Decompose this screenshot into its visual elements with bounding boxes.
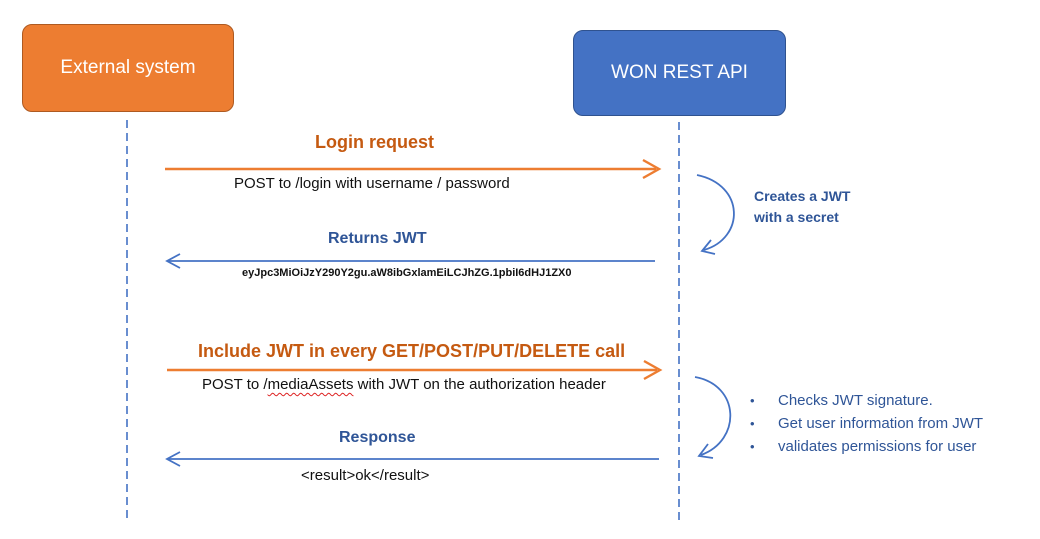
list-item: • validates permissions for user <box>748 435 983 458</box>
returns-jwt-title: Returns JWT <box>328 230 427 247</box>
bullet-icon: • <box>750 393 755 408</box>
login-request-detail: POST to /login with username / password <box>234 175 510 192</box>
login-request-arrow <box>165 158 662 180</box>
list-item: • Get user information from JWT <box>748 412 983 435</box>
media-assets-word: mediaAssets <box>267 376 354 393</box>
create-jwt-self-arrow <box>696 174 735 255</box>
returns-jwt-arrow <box>165 253 655 269</box>
include-jwt-detail: POST to /mediaAssets with JWT on the aut… <box>202 376 606 393</box>
include-jwt-arrow <box>167 359 663 381</box>
response-title: Response <box>339 429 416 446</box>
include-jwt-title: Include JWT in every GET/POST/PUT/DELETE… <box>198 341 626 361</box>
create-jwt-note-line1: Creates a JWT <box>754 188 851 204</box>
external-system-label: External system <box>60 57 196 78</box>
create-jwt-note-line2: with a secret <box>754 209 839 225</box>
won-rest-api-label: WON REST API <box>611 62 748 83</box>
external-system-box: External system <box>22 24 234 112</box>
validation-steps-list: • Checks JWT signature. • Get user informa… <box>748 389 983 458</box>
list-item: • Checks JWT signature. <box>748 389 983 412</box>
bullet-icon: • <box>750 439 755 454</box>
validation-step-text: Checks JWT signature. <box>778 392 933 409</box>
create-jwt-note: Creates a JWT with a secret <box>754 186 850 228</box>
include-jwt-detail-suffix: with JWT on the authorization header <box>353 376 606 393</box>
validation-step-text: validates permissions for user <box>778 438 977 455</box>
bullet-icon: • <box>750 416 755 431</box>
response-arrow <box>165 451 659 467</box>
include-jwt-detail-prefix: POST to / <box>202 376 268 393</box>
returns-jwt-token: eyJpc3MiOiJzY290Y2gu.aW8ibGxlamEiLCJhZG.… <box>242 267 572 279</box>
validate-jwt-self-arrow <box>694 376 732 459</box>
response-detail: <result>ok</result> <box>301 467 430 484</box>
won-rest-api-box: WON REST API <box>573 30 786 116</box>
validation-step-text: Get user information from JWT <box>778 415 984 432</box>
login-request-title: Login request <box>315 132 435 152</box>
